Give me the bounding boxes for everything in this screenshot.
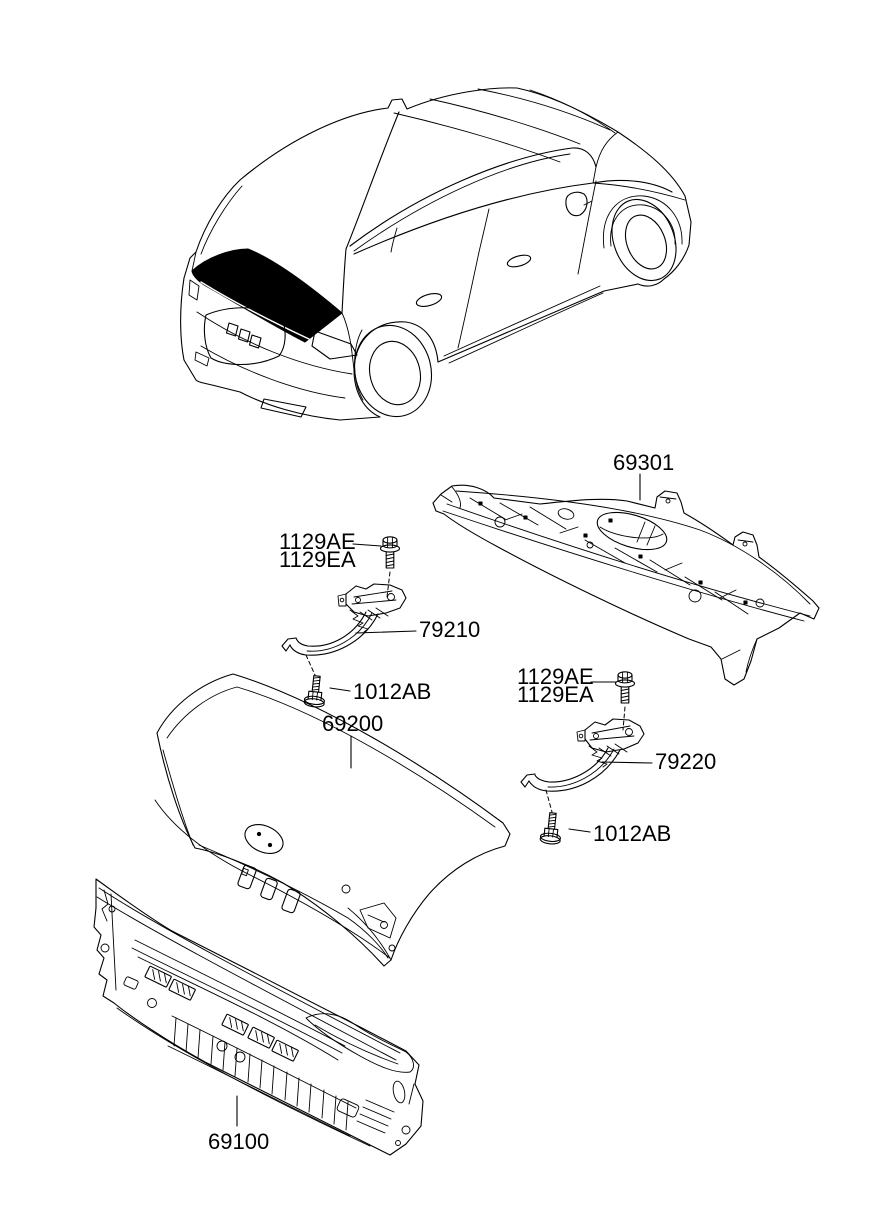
arm-bolt-right-drawing	[539, 789, 564, 846]
leader-79220	[601, 761, 653, 764]
part-79220-drawing	[520, 718, 645, 792]
callout-1129EA-right[interactable]: 1129EA	[517, 682, 594, 707]
callout-69301[interactable]: 69301	[613, 450, 674, 475]
part-69301-drawing	[432, 484, 820, 686]
callout-69100[interactable]: 69100	[208, 1129, 269, 1154]
callout-79210[interactable]: 79210	[419, 617, 480, 642]
callout-1012AB-left[interactable]: 1012AB	[353, 679, 431, 704]
callout-1129AE-left[interactable]: 1129AE	[279, 529, 356, 554]
callout-1129AE-right[interactable]: 1129AE	[517, 664, 594, 689]
arm-bolt-left-drawing	[303, 654, 328, 709]
side-mirror	[565, 191, 593, 217]
leader-1129-left	[352, 543, 382, 547]
leader-1012-left	[329, 687, 351, 692]
part-69200-drawing	[154, 673, 511, 967]
leader-1012-right	[568, 828, 591, 833]
trunk-lid-highlight	[191, 248, 343, 343]
hinge-bolt-upper-right-drawing	[614, 671, 636, 731]
hinge-bolt-upper-left-drawing	[379, 536, 401, 598]
callout-79220[interactable]: 79220	[655, 749, 716, 774]
car-illustration	[180, 87, 692, 421]
leader-lines	[236, 473, 653, 1127]
callout-69200[interactable]: 69200	[322, 711, 383, 736]
callout-1129EA-left[interactable]: 1129EA	[279, 547, 356, 572]
front-wheel	[611, 198, 677, 282]
rear-wheel	[353, 324, 433, 418]
callout-1012AB-right[interactable]: 1012AB	[593, 821, 671, 846]
part-69100-drawing	[93, 878, 424, 1156]
leader-79210	[355, 630, 417, 634]
